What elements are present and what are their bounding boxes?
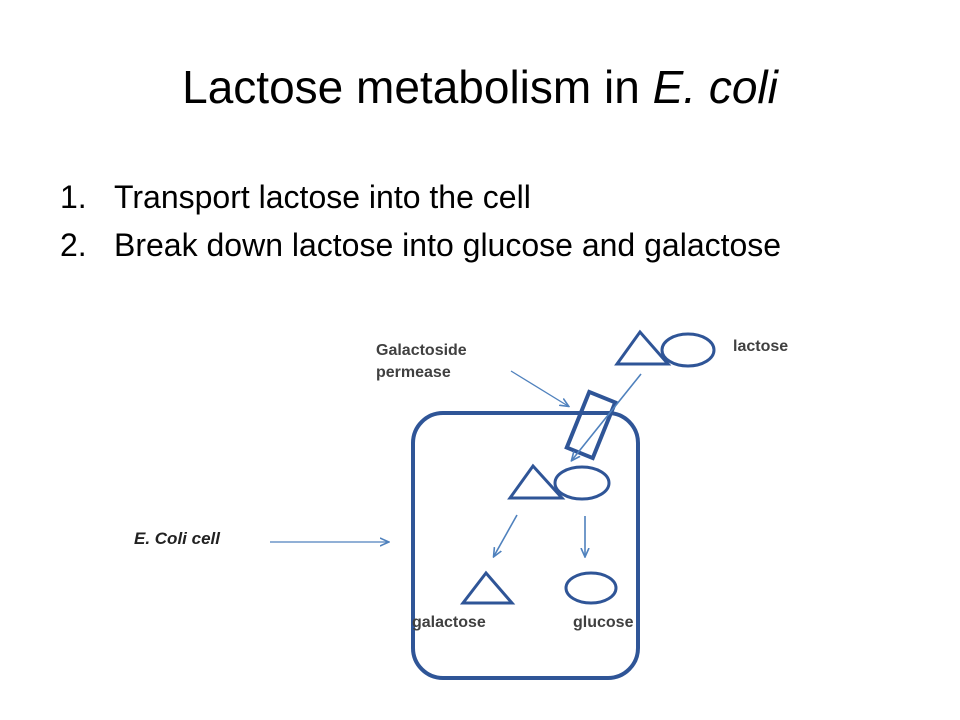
bullet-number: 2. — [60, 227, 87, 264]
lactose-glucose-ellipse-inside — [553, 465, 611, 501]
lactose-glucose-ellipse-outside — [660, 332, 716, 368]
bullet-item-1: 1. Transport lactose into the cell — [60, 178, 820, 217]
glucose-ellipse — [564, 571, 618, 605]
permease-label-line-1: Galactoside — [376, 342, 467, 359]
permease-channel — [564, 389, 618, 461]
galactose-arrow — [494, 514, 518, 556]
bullet-text: Break down lactose into glucose and gala… — [114, 227, 782, 264]
title-main: Lactose metabolism in — [182, 61, 653, 113]
permease-pointer-arrow — [510, 370, 568, 406]
cell-label: E. Coli cell — [134, 529, 220, 548]
cell-membrane — [411, 411, 640, 680]
lactose-galactose-triangle-outside — [614, 329, 672, 366]
title-italic: E. coli — [652, 61, 778, 113]
slide-title: Lactose metabolism in E. coli — [0, 62, 960, 113]
galactose-label: galactose — [412, 614, 486, 631]
lactose-label: lactose — [733, 338, 789, 355]
lactose-galactose-triangle-inside — [507, 463, 566, 500]
glucose-label: glucose — [573, 614, 634, 631]
bullet-number: 1. — [60, 179, 87, 215]
galactose-triangle — [459, 570, 516, 605]
bullet-list: 1. Transport lactose into the cell 2. Br… — [60, 178, 820, 274]
transport-arrow — [572, 373, 642, 460]
bullet-item-2: 2. Break down lactose into glucose and g… — [60, 226, 820, 265]
permease-label-line-2: permease — [376, 363, 451, 381]
permease-label: Galactoside permease — [376, 340, 467, 383]
bullet-text: Transport lactose into the cell — [114, 179, 531, 215]
